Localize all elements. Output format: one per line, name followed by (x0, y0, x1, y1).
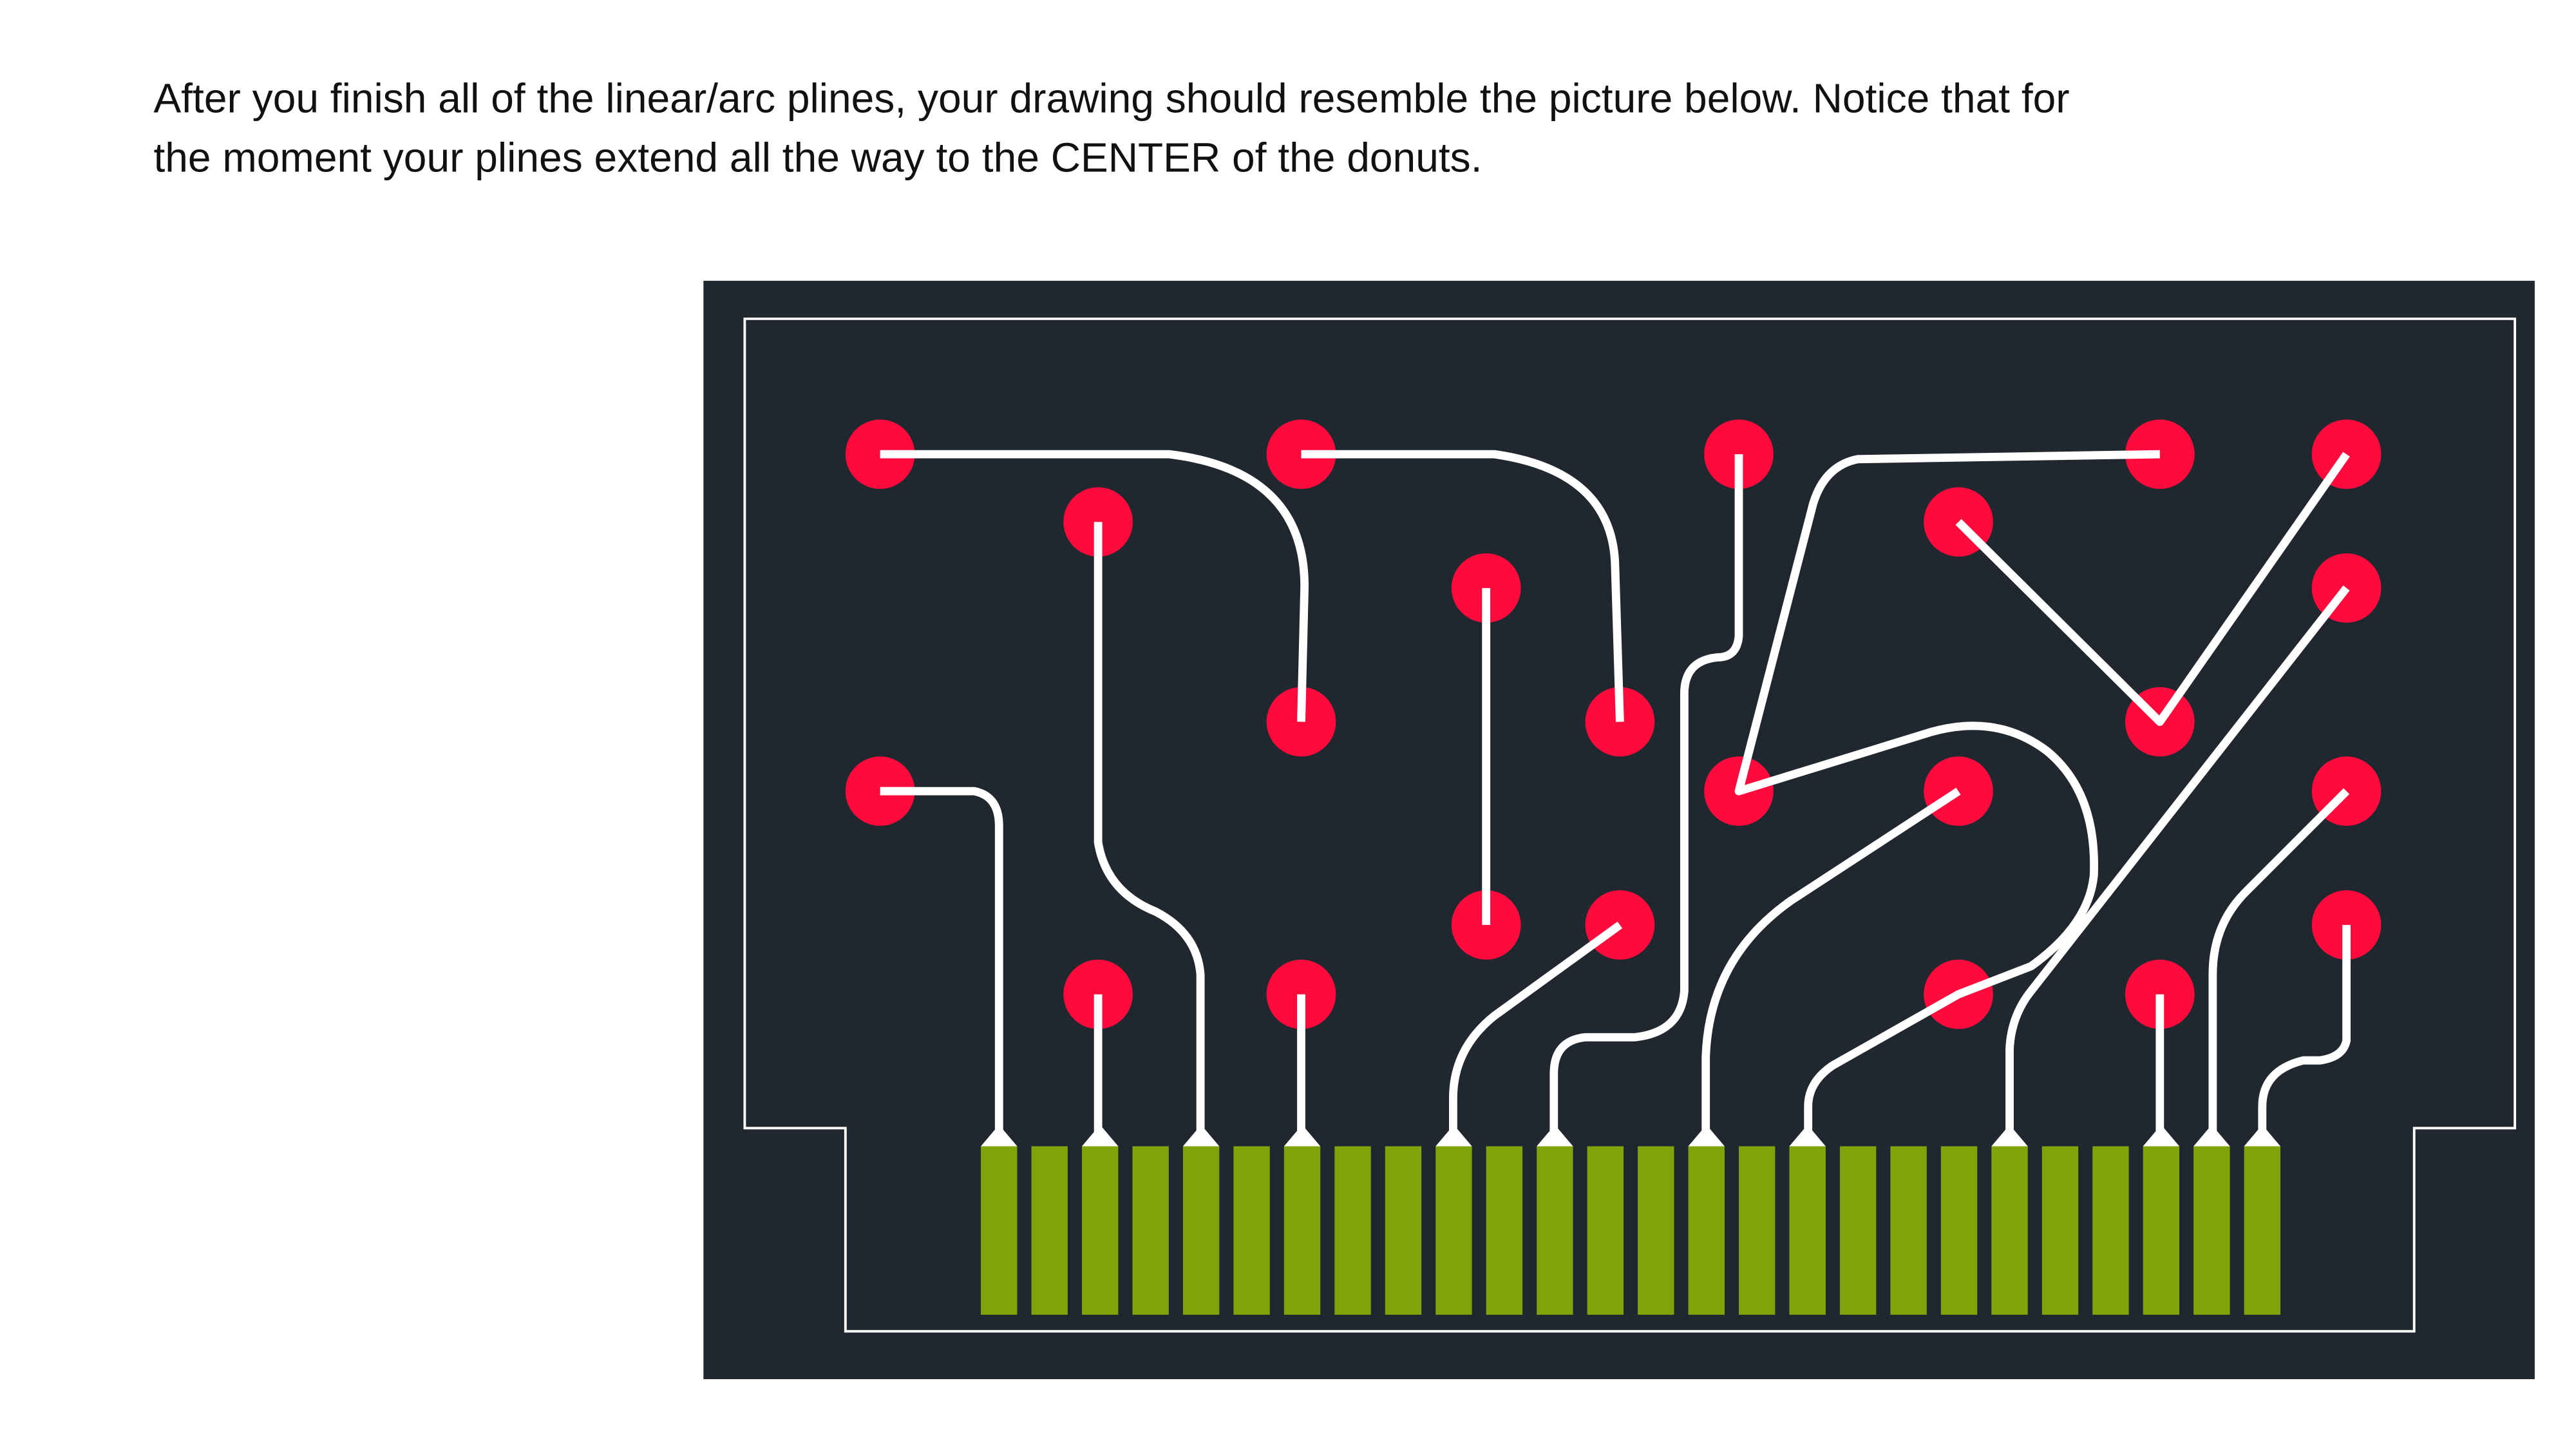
pline-trace (2208, 788, 2350, 1137)
edge-connector-pad (1537, 1146, 1573, 1315)
pline-trace (1094, 522, 1205, 1137)
edge-connector-pad (2193, 1146, 2230, 1315)
edge-connector-pad (1031, 1146, 1068, 1315)
pline-trace (2258, 924, 2351, 1137)
edge-connector-pad (1233, 1146, 1270, 1315)
donut (1063, 959, 1133, 1029)
pline-trace (1301, 450, 1624, 722)
edge-connector-pad (1991, 1146, 2028, 1315)
edge-connector-pad (1081, 1146, 1119, 1315)
edge-connector-pad (1334, 1146, 1371, 1315)
edge-connector-pad (1638, 1146, 1674, 1315)
edge-connector-pad (1587, 1146, 1624, 1315)
pline-trace (2005, 585, 2350, 1137)
edge-connector-pad (1435, 1146, 1472, 1315)
pline-trace (1549, 454, 1743, 1137)
donut (2125, 959, 2195, 1029)
instruction-line-2: the moment your plines extend all the wa… (153, 135, 1482, 182)
instruction-line-1: After you finish all of the linear/arc p… (153, 75, 2070, 122)
pline-trace (880, 450, 1309, 722)
edge-connector-pad (1132, 1146, 1169, 1315)
edge-connector-pad (1839, 1146, 1877, 1315)
donut (1266, 419, 1336, 489)
edge-connector-pad (1940, 1146, 1978, 1315)
edge-connector-pad (2143, 1146, 2180, 1315)
edge-connector-pad (2244, 1146, 2281, 1315)
edge-connector-pad (1486, 1146, 1523, 1315)
edge-connector-pad (1789, 1146, 1826, 1315)
edge-connector-pad (981, 1146, 1018, 1315)
instruction-text: After you finish all of the linear/arc p… (153, 70, 2333, 189)
pline-trace (1701, 787, 1961, 1137)
donut (1585, 687, 1655, 757)
donut (1266, 959, 1336, 1029)
edge-connector-pad (1688, 1146, 1725, 1315)
donut (1266, 687, 1336, 757)
pline-trace (1734, 450, 2160, 1137)
edge-connector-pad (1283, 1146, 1321, 1315)
donut (1451, 553, 1521, 623)
edge-connector-pad (2041, 1146, 2079, 1315)
pline-trace (1955, 452, 2350, 726)
board-outline (743, 317, 2517, 1333)
edge-connector-pad (1385, 1146, 1422, 1315)
pline-trace (880, 787, 1003, 1137)
edge-connector-pad (1890, 1146, 1927, 1315)
pline-trace (1448, 921, 1623, 1137)
edge-connector-pad (1738, 1146, 1776, 1315)
donut (1585, 890, 1655, 960)
edge-connector-pad (1182, 1146, 1220, 1315)
edge-connector-pad (2092, 1146, 2129, 1315)
